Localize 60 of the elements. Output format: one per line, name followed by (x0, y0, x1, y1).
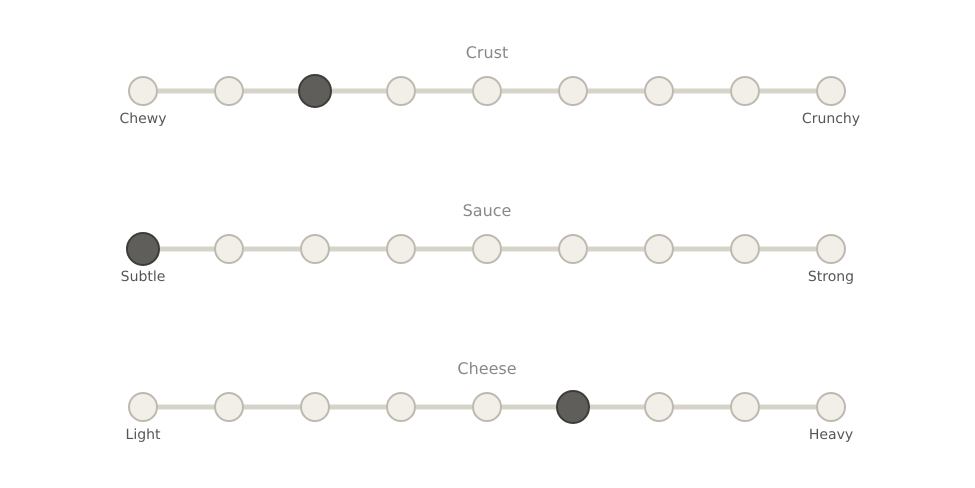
scale-end-label: Heavy (808, 427, 854, 443)
scale-track (760, 404, 816, 410)
scale-point (644, 76, 674, 106)
scale-track (588, 246, 644, 252)
scale-point (816, 392, 846, 422)
scale-point (214, 234, 244, 264)
selected-scale-point (298, 74, 332, 108)
scale-point (730, 234, 760, 264)
scale-point (644, 234, 674, 264)
scale-track (158, 88, 214, 94)
scale-track (244, 404, 300, 410)
scale-point (128, 392, 158, 422)
selected-scale-point (126, 232, 160, 266)
scale-point (300, 392, 330, 422)
scale-title: Sauce (462, 201, 512, 220)
scale-point (558, 234, 588, 264)
scale-point (816, 234, 846, 264)
scale-track (674, 404, 730, 410)
scale-point (558, 76, 588, 106)
scale-track (332, 88, 386, 94)
scale-point (386, 234, 416, 264)
scale-track (760, 88, 816, 94)
scale-track (244, 88, 298, 94)
scale-point (730, 392, 760, 422)
scale-track (502, 88, 558, 94)
selected-scale-point (556, 390, 590, 424)
scale-point (644, 392, 674, 422)
scale-track (416, 88, 472, 94)
scale-track (502, 246, 558, 252)
scale-track (158, 404, 214, 410)
scale-track (674, 88, 730, 94)
scale-point (300, 234, 330, 264)
scale-track (244, 246, 300, 252)
scale-point (386, 76, 416, 106)
scale-point (472, 234, 502, 264)
scale-track (674, 246, 730, 252)
scale-end-label: Crunchy (802, 111, 860, 127)
scale-end-label: Strong (808, 269, 854, 285)
scale-point (386, 392, 416, 422)
scale-title: Cheese (457, 359, 517, 378)
scale-track (160, 246, 214, 252)
scale-point (128, 76, 158, 106)
scale-track (330, 404, 386, 410)
scale-point (472, 76, 502, 106)
scale-end-label: Light (126, 427, 160, 443)
scale-point (214, 392, 244, 422)
scale-end-label: Chewy (120, 111, 166, 127)
scale-end-label: Subtle (120, 269, 166, 285)
scale-track (502, 404, 556, 410)
scale-track (416, 246, 472, 252)
scale-point (730, 76, 760, 106)
scale-track (760, 246, 816, 252)
scale-track (588, 88, 644, 94)
scale-track (416, 404, 472, 410)
scale-track (330, 246, 386, 252)
scale-point (816, 76, 846, 106)
scale-point (472, 392, 502, 422)
scale-point (214, 76, 244, 106)
scale-track (590, 404, 644, 410)
scale-title: Crust (466, 43, 508, 62)
